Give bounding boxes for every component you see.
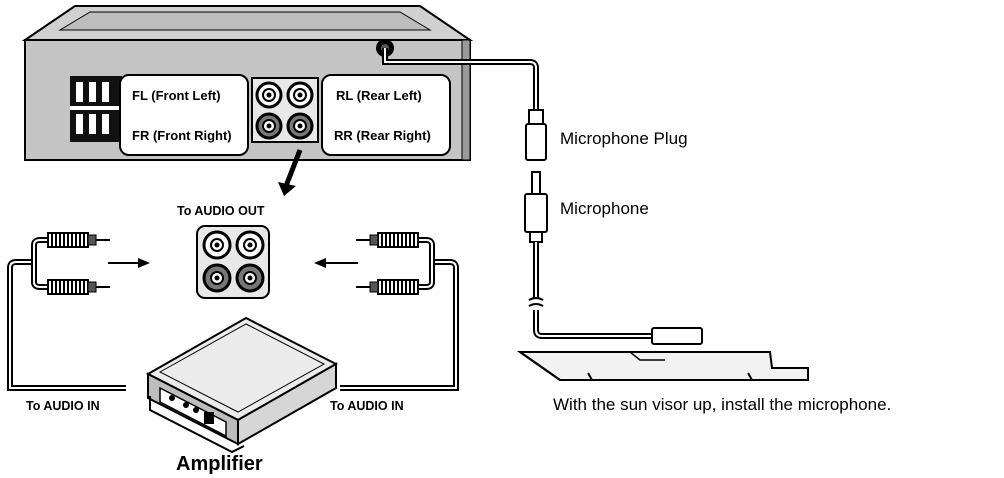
left-rca-plug-top — [47, 232, 110, 248]
right-rca-plug-bottom — [356, 279, 419, 295]
arrow-right-to-jacks — [314, 258, 358, 268]
label-instruction: With the sun visor up, install the micro… — [553, 395, 891, 414]
arrow-left-to-jacks — [108, 258, 150, 268]
right-rca-plug-top — [356, 232, 419, 248]
sun-visor — [516, 351, 809, 381]
audio-out-rca-jacks — [196, 225, 270, 299]
rear-label-box: RL (Rear Left) RR (Rear Right) — [321, 74, 451, 156]
left-rca-plug-bottom — [47, 279, 110, 295]
label-rl: RL (Rear Left) — [336, 88, 422, 103]
audio-out-arrow — [278, 149, 303, 196]
label-amplifier: Amplifier — [176, 453, 263, 475]
label-microphone-plug: Microphone Plug — [560, 129, 688, 148]
label-audio-in-right: To AUDIO IN — [330, 399, 404, 413]
label-audio-out: To AUDIO OUT — [177, 204, 265, 218]
head-unit-rca-jacks — [251, 77, 319, 143]
label-rr: RR (Rear Right) — [334, 128, 431, 143]
front-label-box: FL (Front Left) FR (Front Right) — [119, 74, 249, 156]
microphone — [524, 171, 548, 243]
microphone-cable — [376, 39, 539, 110]
label-audio-in-left: To AUDIO IN — [26, 399, 100, 413]
label-fr: FR (Front Right) — [132, 128, 232, 143]
label-microphone: Microphone — [560, 199, 649, 218]
amplifier — [145, 316, 339, 454]
microphone-plug — [525, 109, 547, 161]
left-rca-cable — [7, 237, 126, 391]
label-fl: FL (Front Left) — [132, 88, 221, 103]
speaker-terminal-block — [70, 76, 122, 142]
microphone-lead — [528, 242, 703, 345]
right-rca-cable — [340, 237, 459, 391]
